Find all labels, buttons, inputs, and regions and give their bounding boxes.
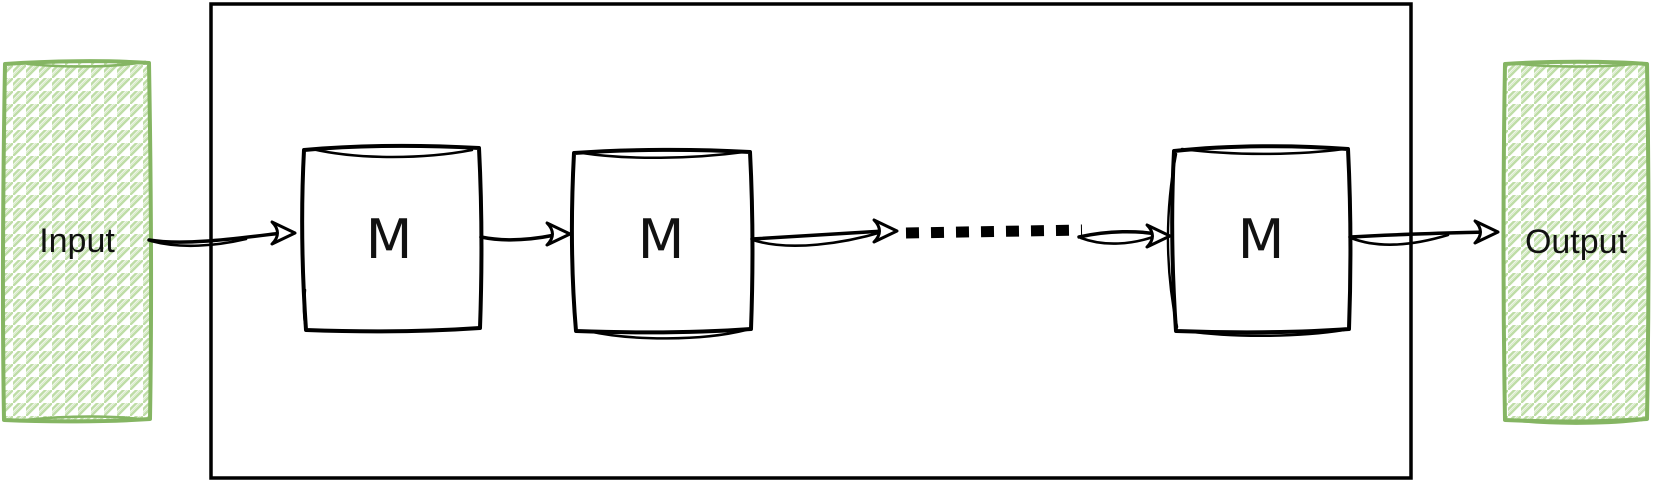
module-box-3-sketch-left — [1166, 152, 1179, 329]
arrow-sketch-stroke — [1349, 233, 1450, 246]
ellipsis-dotted-line — [905, 224, 1083, 239]
arrow-module-1-to-module-2 — [479, 221, 572, 247]
pipeline-container-box — [209, 2, 1413, 480]
module-box-3 — [1170, 144, 1353, 335]
ellipsis-continuation — [905, 224, 1083, 239]
arrowhead-icon — [1145, 223, 1172, 249]
input-label: Input — [39, 222, 115, 260]
output-box-sketch-bottom — [1518, 418, 1644, 425]
module-label-3: M — [1238, 208, 1285, 271]
arrowhead-icon — [545, 221, 572, 247]
module-label-1: M — [366, 208, 413, 271]
module-box-1-sketch-top — [310, 147, 474, 159]
module-label-2: M — [638, 208, 685, 271]
arrowhead-icon — [872, 218, 899, 244]
input-box-sketch-top — [26, 60, 147, 68]
arrow-shaft — [147, 231, 284, 244]
arrow-shaft — [1077, 229, 1159, 239]
arrow-shaft — [1348, 230, 1487, 239]
module-node-3: M — [1166, 144, 1353, 338]
arrow-module-2-to-ellipsis — [750, 218, 899, 248]
output-label: Output — [1525, 223, 1628, 261]
arrow-ellipsis-to-module-3 — [1077, 223, 1172, 249]
arrow-shaft — [479, 233, 557, 242]
module-box-3-sketch-top — [1180, 147, 1346, 156]
pipeline-container — [209, 2, 1413, 480]
arrow-sketch-stroke — [751, 230, 884, 248]
module-box-2 — [569, 147, 755, 335]
module-box-1-sketch-left — [302, 288, 308, 330]
arrowhead-icon — [1473, 219, 1500, 245]
output-node: Output — [1501, 59, 1651, 425]
module-node-2: M — [569, 147, 755, 340]
output-box-sketch-top — [1518, 61, 1644, 68]
module-box-3-sketch-bottom — [1184, 328, 1346, 338]
arrow-module-3-to-output — [1348, 219, 1500, 246]
input-node: Input — [0, 59, 154, 424]
arrow-input-to-module-1 — [147, 220, 297, 248]
module-node-1: M — [300, 143, 484, 334]
module-box-2-sketch-bottom — [586, 328, 748, 340]
arrow-sketch-stroke — [1079, 235, 1155, 245]
arrow-sketch-stroke — [149, 237, 248, 248]
module-box-2-sketch-top — [580, 150, 746, 160]
input-box-sketch-bottom — [23, 415, 142, 422]
arrowhead-icon — [270, 220, 297, 246]
input-box — [0, 59, 154, 424]
arrow-shaft — [750, 229, 886, 241]
module-box-1 — [300, 143, 484, 334]
